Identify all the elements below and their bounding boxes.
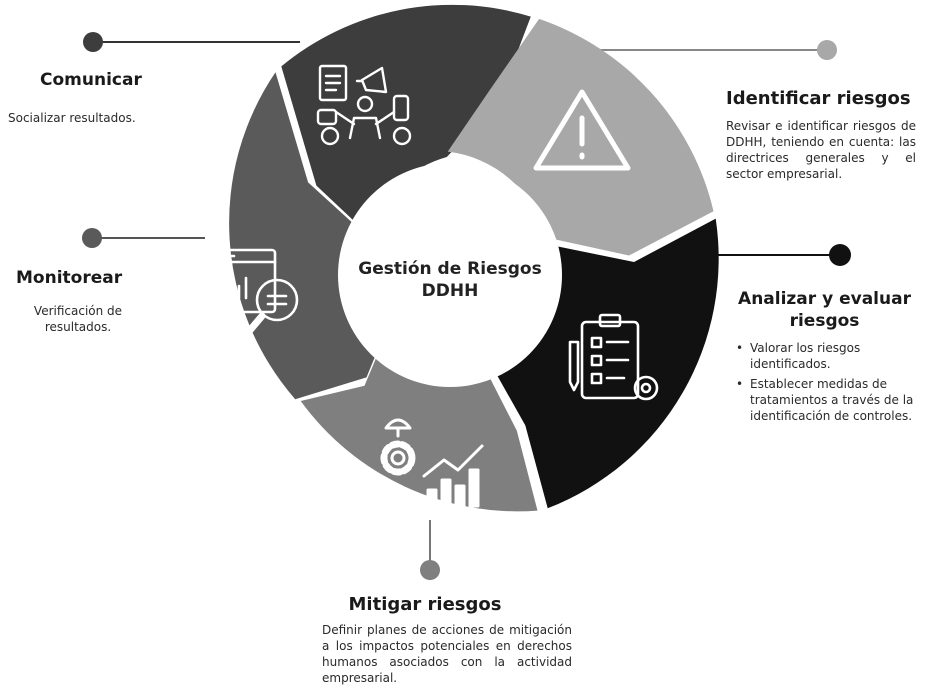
identificar-title: Identificar riesgos <box>726 88 911 109</box>
center-title-line2: DDHH <box>421 281 479 301</box>
comunicar-dot <box>83 32 103 52</box>
comunicar-description: Socializar resultados. <box>8 111 136 125</box>
monitorear-description-line2: resultados. <box>44 320 112 334</box>
analizar-dot <box>829 244 851 266</box>
magnifier-screen-icon <box>213 248 299 346</box>
center-circle <box>338 163 562 387</box>
center-title-line1: Gestión de Riesgos <box>358 259 542 279</box>
warning-triangle-icon <box>533 89 631 171</box>
monitorear-dot <box>82 228 102 248</box>
analizar-title-line2: riesgos <box>789 311 860 331</box>
center-title: Gestión de Riesgos DDHH <box>340 258 560 302</box>
gear-umbrella-bar-chart-icon <box>380 418 484 508</box>
monitorear-description: Verificación de resultados. <box>8 303 148 335</box>
comunicar-title: Comunicar <box>40 70 142 90</box>
monitorear-description-line1: Verificación de <box>33 304 123 318</box>
monitorear-title: Monitorear <box>16 268 123 288</box>
mitigar-dot <box>420 560 440 580</box>
mitigar-description: Definir planes de acciones de mitigación… <box>322 623 572 685</box>
analizar-bullet-1: Valorar los riesgos identificados. <box>736 340 914 372</box>
checklist-clipboard-gear-icon <box>568 313 659 401</box>
identificar-description: Revisar e identificar riesgos de DDHH, t… <box>726 119 916 181</box>
identificar-dot <box>817 40 837 60</box>
communication-people-icon <box>316 64 412 146</box>
analizar-bullet-2: Establecer medidas de tratamientos a tra… <box>736 376 914 424</box>
analizar-title: Analizar y evaluar riesgos <box>720 288 929 332</box>
mitigar-title: Mitigar riesgos <box>348 594 502 615</box>
analizar-title-line1: Analizar y evaluar <box>738 289 911 309</box>
analizar-bullets: Valorar los riesgos identificados. Estab… <box>734 340 914 428</box>
